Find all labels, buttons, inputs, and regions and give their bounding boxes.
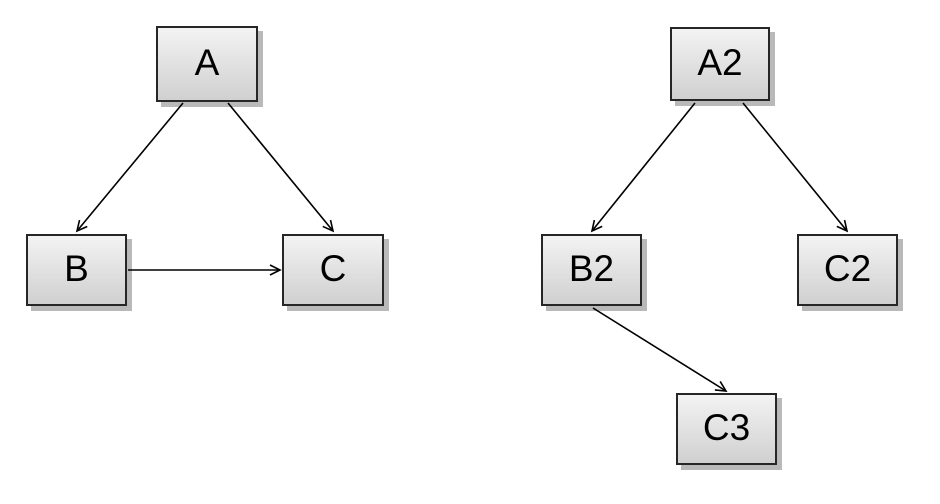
node-B2[interactable]: B2 bbox=[541, 234, 642, 306]
node-C2[interactable]: C2 bbox=[797, 234, 898, 306]
node-label: B bbox=[64, 247, 89, 289]
node-label: C bbox=[319, 247, 347, 289]
node-A[interactable]: A bbox=[156, 26, 258, 102]
node-C3[interactable]: C3 bbox=[676, 393, 777, 465]
node-B[interactable]: B bbox=[26, 234, 127, 306]
node-label: B2 bbox=[568, 247, 615, 289]
edge-B2-C3[interactable] bbox=[592, 307, 728, 392]
edge-A-B[interactable] bbox=[75, 102, 184, 233]
node-label: A2 bbox=[697, 41, 743, 83]
edge-A-C[interactable] bbox=[227, 102, 335, 233]
node-label: C3 bbox=[702, 406, 751, 448]
node-label: A bbox=[194, 41, 220, 83]
node-A2[interactable]: A2 bbox=[670, 27, 770, 101]
edge-A2-C2[interactable] bbox=[742, 102, 849, 233]
node-label: C2 bbox=[823, 247, 872, 289]
edge-A2-B2[interactable] bbox=[590, 102, 696, 233]
node-C[interactable]: C bbox=[282, 234, 384, 306]
